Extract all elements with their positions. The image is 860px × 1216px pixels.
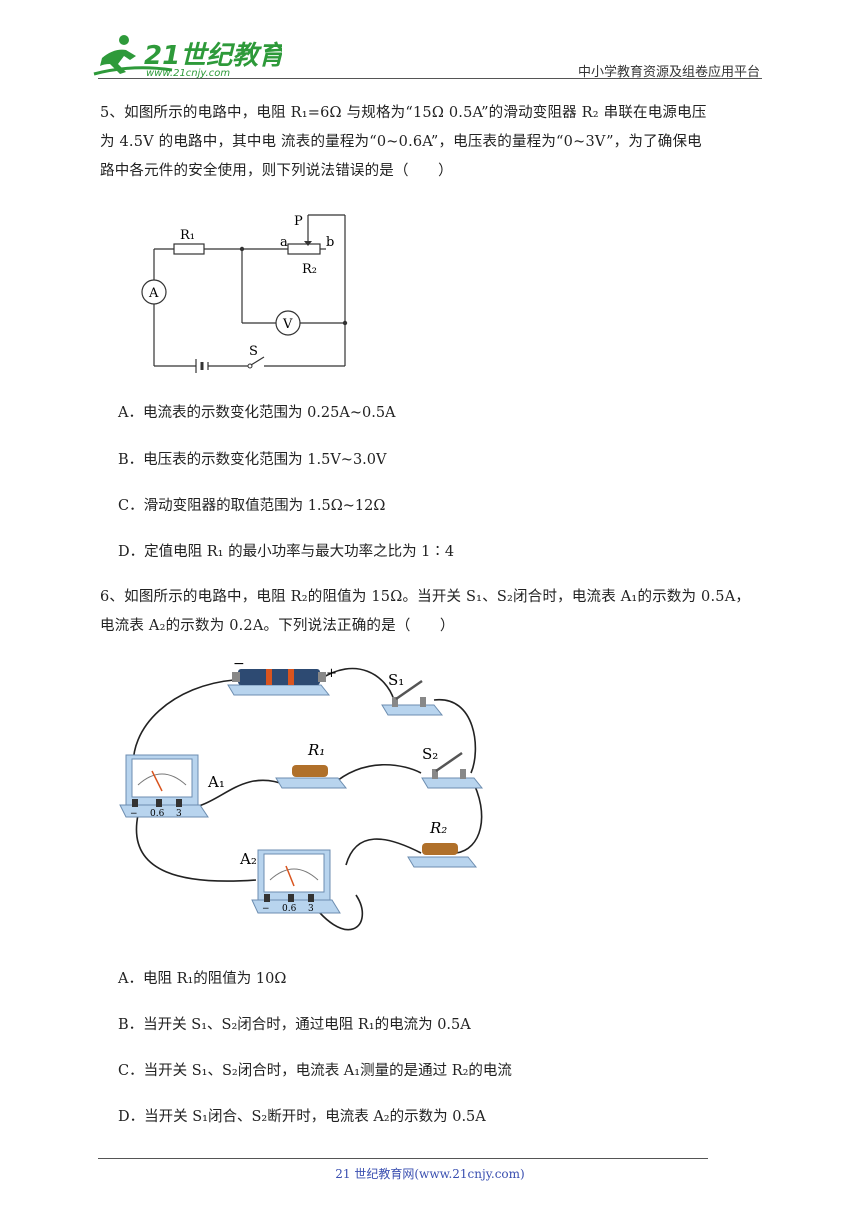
q5-option-d: D．定值电阻 R₁ 的最小功率与最大功率之比为 1∶4	[118, 544, 455, 560]
battery-board-icon	[227, 669, 331, 696]
logo-url: www.21cnjy.com	[146, 68, 230, 79]
a1-terminal-minus: −	[130, 809, 138, 819]
q6-stem: 6、如图所示的电路中，电阻 R₂的阻值为 15Ω。当开关 S₁、S₂闭合时，电流…	[100, 583, 760, 641]
battery-icon	[195, 359, 209, 373]
q5-line-2: 为 4.5V 的电路中，其中电 流表的量程为“0~0.6A”，电压表的量程为“0…	[100, 134, 702, 150]
q6-label-r2: R₂	[429, 819, 447, 837]
q5-option-c: C．滑动变阻器的取值范围为 1.5Ω~12Ω	[118, 498, 386, 514]
switch-s1-icon	[381, 679, 444, 716]
a2-terminal-3: 3	[308, 904, 314, 914]
q6-option-c: C．当开关 S₁、S₂闭合时，电流表 A₁测量的是通过 R₂的电流	[118, 1063, 512, 1079]
ammeter-a2-icon	[251, 849, 341, 914]
q6-circuit-illustration: − + S₁ S₂ R₁ R₂	[116, 655, 496, 949]
ammeter-icon	[141, 279, 167, 305]
r2-rheostat-icon	[287, 243, 321, 255]
footer-link[interactable]: 21 世纪教育网(www.21cnjy.com)	[335, 1167, 525, 1181]
battery-minus-label: −	[233, 656, 245, 672]
a1-terminal-3: 3	[176, 809, 182, 819]
q5-label-r2: R₂	[302, 262, 317, 277]
platform-title: 中小学教育资源及组卷应用平台	[577, 65, 760, 80]
q6-line-2: 电流表 A₂的示数为 0.2A。下列说法正确的是（ ）	[100, 618, 455, 634]
q6-option-a: A．电阻 R₁的阻值为 10Ω	[118, 971, 287, 987]
site-logo: 21世纪教育 www.21cnjy.com	[92, 30, 288, 82]
q5-label-a: a	[280, 235, 288, 250]
q6-line-1: 6、如图所示的电路中，电阻 R₂的阻值为 15Ω。当开关 S₁、S₂闭合时，电流…	[100, 589, 751, 605]
a2-terminal-minus: −	[262, 904, 270, 914]
resistor-r1-icon	[275, 765, 348, 789]
q5-option-b: B．电压表的示数变化范围为 1.5V~3.0V	[118, 452, 387, 468]
battery-plus-label: +	[326, 666, 337, 681]
a1-terminal-06: 0.6	[150, 809, 165, 819]
q6-label-a1: A₁	[207, 773, 225, 791]
q5-line-1: 5、如图所示的电路中，电阻 R₁=6Ω 与规格为“15Ω 0.5A”的滑动变阻器…	[100, 105, 707, 121]
junction-dot	[239, 246, 245, 252]
footer-divider	[98, 1158, 708, 1159]
q5-label-b: b	[326, 235, 334, 250]
q6-label-s2: S₂	[422, 745, 438, 763]
r1-resistor-icon	[173, 243, 205, 255]
q6-label-r1: R₁	[307, 741, 325, 759]
q5-label-voltmeter: V	[282, 317, 293, 332]
runner-icon	[93, 35, 173, 76]
logo-text: 21世纪教育	[144, 41, 282, 71]
q5-circuit-diagram: R₁ R₂ P a b A V S	[130, 205, 370, 389]
q5-option-a: A．电流表的示数变化范围为 0.25A~0.5A	[118, 405, 396, 421]
q6-label-s1: S₁	[388, 671, 404, 689]
resistor-r2-icon	[407, 843, 478, 868]
q5-line-3: 路中各元件的安全使用，则下列说法错误的是（ ）	[100, 163, 453, 179]
slider-arrow-icon	[304, 241, 312, 246]
a2-terminal-06: 0.6	[282, 904, 297, 914]
q5-label-ammeter: A	[148, 286, 159, 301]
q5-stem: 5、如图所示的电路中，电阻 R₁=6Ω 与规格为“15Ω 0.5A”的滑动变阻器…	[100, 99, 760, 186]
q5-label-p: P	[294, 214, 303, 229]
switch-s2-icon	[421, 751, 484, 789]
header-divider	[98, 78, 762, 79]
q5-label-r1: R₁	[180, 228, 195, 243]
q6-label-a2: A₂	[239, 850, 257, 868]
junction-dot	[342, 320, 348, 326]
ammeter-a1-icon	[119, 754, 209, 818]
q6-option-d: D．当开关 S₁闭合、S₂断开时，电流表 A₂的示数为 0.5A	[118, 1109, 486, 1125]
switch-icon	[247, 356, 265, 369]
q6-option-b: B．当开关 S₁、S₂闭合时，通过电阻 R₁的电流为 0.5A	[118, 1017, 471, 1033]
voltmeter-icon	[275, 310, 301, 336]
q5-label-switch: S	[249, 344, 258, 359]
